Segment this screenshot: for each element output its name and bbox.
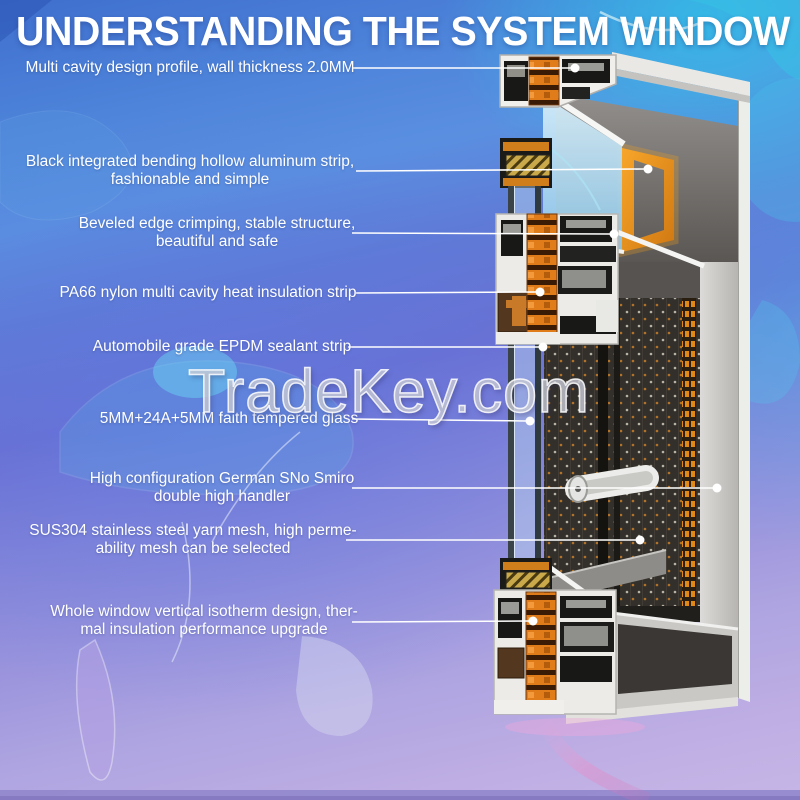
leader-line (355, 291, 537, 294)
callout-pa66-strip: PA66 nylon multi cavity heat insulation … (38, 284, 378, 302)
leader-dot (525, 416, 535, 426)
callout-label: beautiful and safe (155, 233, 279, 250)
callout-label: ability mesh can be selected (95, 540, 291, 557)
callout-steel-mesh: SUS304 stainless steel yarn mesh, high p… (23, 522, 363, 558)
callout-label: double high handler (153, 488, 291, 505)
frame-outer-edge (738, 84, 750, 702)
orange-aluminum-strip-frame (622, 148, 674, 252)
callout-label: SUS304 stainless steel yarn mesh, high p… (29, 522, 357, 539)
bottom-slab (566, 610, 739, 724)
glazing-spacer-top (500, 138, 552, 188)
callout-label: PA66 nylon multi cavity heat insulation … (59, 284, 357, 301)
callout-tempered-glass: 5MM+24A+5MM faith tempered glass (59, 410, 399, 428)
callout-handler: High configuration German SNo Smiro doub… (52, 470, 392, 506)
callout-label: Multi cavity design profile, wall thickn… (25, 59, 355, 76)
leader-dot (635, 535, 645, 545)
leader-line (355, 168, 645, 172)
mesh-orange-strip (682, 298, 696, 622)
top-profile-cross-section (499, 54, 617, 108)
callout-label: mal insulation performance upgrade (80, 621, 328, 638)
steel-mesh-panel (544, 298, 700, 622)
jamb-slab (700, 262, 738, 698)
leader-dot (570, 63, 580, 73)
callout-multi-cavity-profile: Multi cavity design profile, wall thickn… (20, 59, 360, 77)
callout-label: Black integrated bending hollow aluminum… (25, 153, 355, 170)
leader-dot (538, 342, 548, 352)
through-glass-view (543, 96, 622, 252)
callout-label: Whole window vertical isotherm design, t… (50, 603, 358, 620)
middle-profile-cross-section (495, 213, 619, 345)
callout-beveled-edge: Beveled edge crimping, stable structure,… (47, 215, 387, 251)
tradekey-watermark: TradeKey.com (187, 356, 590, 426)
callout-label: fashionable and simple (110, 171, 270, 188)
window-handle (565, 465, 659, 503)
bottom-profile-cross-section (493, 589, 617, 715)
corner-shade (0, 0, 52, 42)
callout-leaders (346, 63, 722, 626)
callout-label: Automobile grade EPDM sealant strip (92, 338, 352, 355)
leader-dot (712, 483, 722, 493)
leader-dot (609, 229, 619, 239)
pink-streak (505, 718, 651, 800)
leader-line (351, 620, 530, 623)
leader-line (351, 232, 611, 235)
leader-dot (535, 287, 545, 297)
page-title: UNDERSTANDING THE SYSTEM WINDOW (16, 8, 790, 54)
leader-dot (528, 616, 538, 626)
thermal-break-strip-bottom (525, 591, 557, 711)
callout-label: Beveled edge crimping, stable structure, (78, 215, 356, 232)
head-top-face (612, 52, 750, 96)
callout-epdm-sealant: Automobile grade EPDM sealant strip (52, 338, 392, 356)
callout-label: 5MM+24A+5MM faith tempered glass (99, 410, 359, 427)
callout-isotherm-design: Whole window vertical isotherm design, t… (34, 603, 374, 639)
thermal-break-strip (528, 56, 560, 106)
callout-aluminum-strip: Black integrated bending hollow aluminum… (20, 153, 360, 189)
leader-dot (643, 164, 653, 174)
window-cross-section-illustration (493, 52, 750, 800)
leader-line (351, 418, 527, 422)
callout-label: High configuration German SNo Smiro (89, 470, 355, 487)
pa66-insulation-strip (526, 213, 558, 337)
